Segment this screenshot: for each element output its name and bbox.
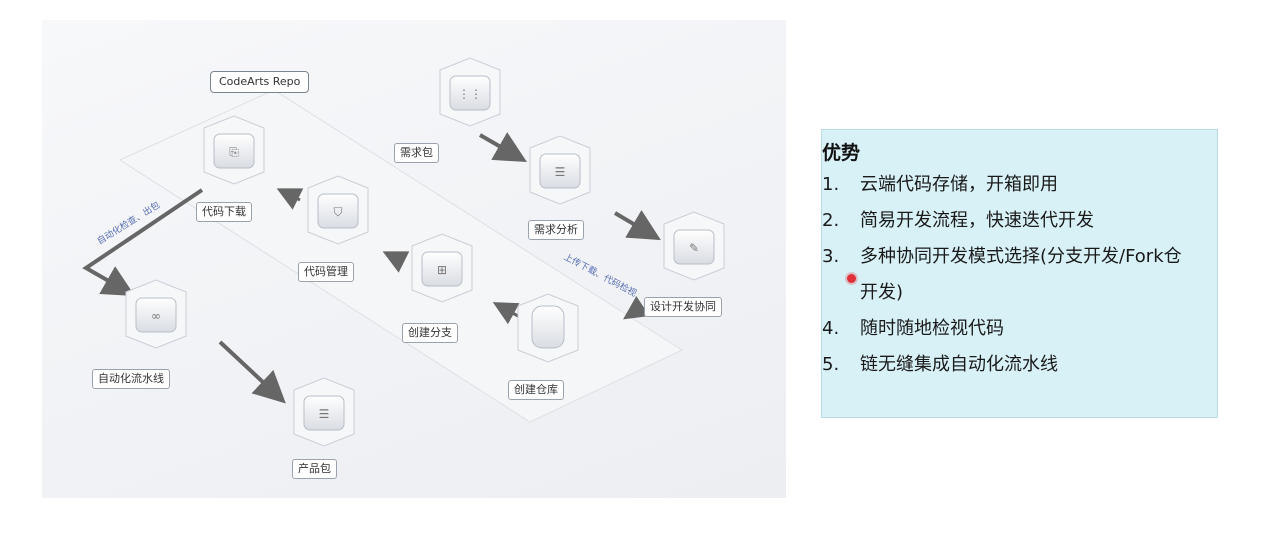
diagram-canvas: ⋮⋮ ☰ ✎ ⊞ ⛉ ⎘ [82,57,725,447]
label-create-repo: 创建仓库 [508,380,564,400]
arrow-7 [218,340,286,404]
svg-text:✎: ✎ [689,241,699,255]
node-requirement-analysis-cube: ☰ [529,135,591,205]
advantage-text-continued: 开发) [860,282,904,303]
label-design-dev: 设计开发协同 [644,297,722,317]
svg-text:⋮⋮: ⋮⋮ [458,87,482,101]
svg-text:⛉: ⛉ [333,205,342,219]
svg-text:∞: ∞ [151,309,161,323]
label-create-branch: 创建分支 [402,323,458,343]
label-requirement-analysis: 需求分析 [528,220,584,240]
label-product-pack: 产品包 [292,459,337,479]
advantages-panel: 优势 1. 云端代码存储，开箱即用 2. 简易开发流程，快速迭代开发 3. 多种… [821,129,1218,418]
svg-text:⎘: ⎘ [229,145,239,159]
node-code-download-cube: ⎘ [203,115,265,185]
advantage-text: 多种协同开发模式选择(分支开发/Fork仓 [860,246,1182,267]
svg-text:☰: ☰ [319,407,330,421]
node-design-dev-cube: ✎ [663,211,725,281]
advantage-number: 2. [822,210,840,231]
label-code-mgmt: 代码管理 [298,262,354,282]
workflow-diagram: ⋮⋮ ☰ ✎ ⊞ ⛉ ⎘ [42,20,786,498]
node-product-pack-cube: ☰ [293,377,355,447]
advantage-text: 云端代码存储，开箱即用 [860,174,1058,195]
arrow-4 [492,302,520,325]
svg-text:☰: ☰ [555,165,566,179]
advantage-text: 链无缝集成自动化流水线 [860,354,1058,375]
node-create-repo-cube [517,293,579,363]
arrow-6 [276,188,304,210]
label-code-download: 代码下载 [196,202,252,222]
pointer-cursor-icon [847,274,856,283]
advantage-text: 随时随地检视代码 [860,318,1004,339]
arrow-2 [613,210,661,241]
arrow-5 [382,251,410,273]
codearts-repo-label: CodeArts Repo [210,71,310,93]
node-create-branch-cube: ⊞ [411,233,473,303]
svg-text:⊞: ⊞ [437,263,447,277]
advantage-number: 5. [822,354,840,375]
advantage-number: 3. [822,246,840,267]
advantage-number: 4. [822,318,840,339]
node-code-mgmt-cube: ⛉ [307,175,369,245]
arrow-1 [479,132,527,162]
arrow-3 [623,296,650,320]
advantage-number: 1. [822,174,840,195]
advantages-title: 优势 [822,142,861,164]
label-pipeline: 自动化流水线 [92,369,170,389]
node-pipeline-cube: ∞ [125,279,187,349]
label-requirement-pack: 需求包 [394,143,439,163]
node-requirement-pack-cube: ⋮⋮ [439,57,501,127]
advantage-text: 简易开发流程，快速迭代开发 [860,210,1094,231]
path-left-line [82,188,204,296]
